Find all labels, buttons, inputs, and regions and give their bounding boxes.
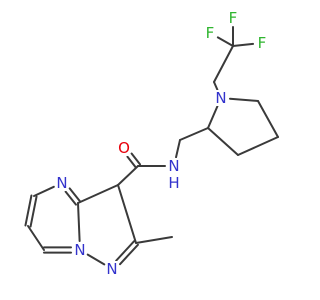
bond-C5r-C6 <box>24 194 33 227</box>
bond-C6-C7 <box>27 225 45 251</box>
bond-N7a-C3a <box>77 202 81 243</box>
atom-label-bg <box>118 140 130 156</box>
atom-label-h_amide: H <box>168 174 179 192</box>
bond-CF3-F1 <box>216 36 234 47</box>
bond-N4-C5r <box>33 185 55 197</box>
atom-label-bg <box>215 90 227 106</box>
atom-label-bg <box>106 261 118 277</box>
atom-label-f3: F <box>258 34 267 52</box>
bond-C5-Npyr <box>228 97 259 102</box>
bond-C4-C5 <box>257 100 279 138</box>
bond-C3a-N4 <box>68 187 82 203</box>
bond-CF3-CH2a <box>213 45 234 83</box>
bond-layer <box>24 26 279 266</box>
atom-label-o: O <box>118 139 130 157</box>
bond-CF3-F3 <box>232 42 255 47</box>
bond-Npyr-C2 <box>207 105 219 129</box>
bond-N7a-N1 <box>86 253 106 266</box>
atom-label-f2: F <box>229 9 238 27</box>
bond-C5r-C6 <box>29 195 38 228</box>
atom-label-bg <box>168 158 180 174</box>
bond-N1-Cpz <box>119 243 139 266</box>
bond-C9-O <box>126 155 137 169</box>
bond-C9-Cbr <box>117 165 139 186</box>
atom-label-f1: F <box>206 24 215 42</box>
atom-label-n7a: N <box>74 241 85 259</box>
atom-label-n_amide: N <box>168 157 179 175</box>
atom-label-bg <box>204 25 216 41</box>
bond-C2-CH2b <box>179 127 209 141</box>
bond-Cbr-C3a <box>77 184 119 204</box>
bond-C2-C3 <box>207 127 239 156</box>
atom-label-n1: N <box>106 260 117 278</box>
atom-label-bg <box>56 175 68 191</box>
atom-label-n4: N <box>56 174 67 192</box>
atom-label-bg <box>227 10 239 26</box>
bond-CH2a-Npyr <box>213 81 219 91</box>
bond-C3a-N4 <box>64 190 77 206</box>
bond-CH2b-Nam <box>175 139 181 159</box>
bond-Cpz-Me <box>135 236 173 244</box>
bond-N1-Cpz <box>115 240 136 262</box>
atom-label-bg <box>256 35 268 51</box>
bond-C3-C4 <box>237 136 279 156</box>
atom-label-bg <box>74 242 86 258</box>
atom-label-bg <box>168 175 180 191</box>
bond-C9-O <box>130 152 142 166</box>
bond-Cpz-Cbr <box>117 184 137 244</box>
atom-label-n_pyr: N <box>215 89 226 107</box>
